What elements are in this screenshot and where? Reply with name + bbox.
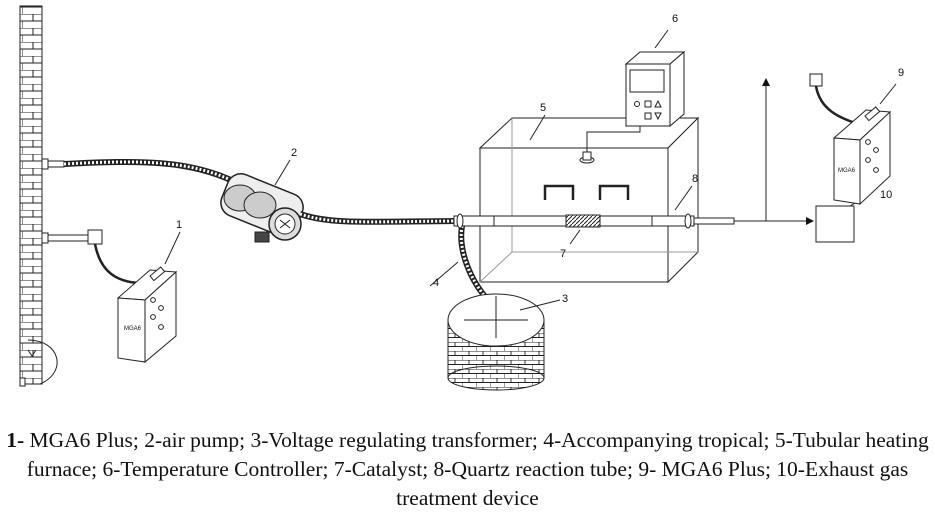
voltage-transformer xyxy=(447,293,545,391)
label-5: 5 xyxy=(540,102,546,114)
label-4: 4 xyxy=(433,277,439,289)
wall-base-object xyxy=(27,339,58,385)
hose-wall-to-pump xyxy=(63,158,237,185)
gas-analyzer-1: MGA6 xyxy=(116,266,178,364)
tubular-heating-furnace xyxy=(478,116,700,284)
air-pump xyxy=(220,173,304,243)
label-10: 10 xyxy=(880,189,892,201)
label-2: 2 xyxy=(291,147,297,159)
wall-outlet-lower xyxy=(41,229,103,245)
label-6: 6 xyxy=(672,13,678,25)
label-8: 8 xyxy=(692,173,698,185)
label-9: 9 xyxy=(898,67,904,79)
temperature-controller xyxy=(624,50,686,128)
brick-wall xyxy=(19,5,43,387)
experimental-setup-diagram: MGA6 1 2 4 3 xyxy=(19,5,904,391)
analyzer-9-brand: MGA6 xyxy=(838,168,856,174)
catalyst-bed xyxy=(565,214,601,228)
caption-lead: 1- xyxy=(6,428,25,452)
label-1: 1 xyxy=(176,219,182,231)
gas-analyzer-9: MGA6 xyxy=(809,73,892,206)
figure-caption: 1- MGA6 Plus; 2-air pump; 3-Voltage regu… xyxy=(0,426,935,513)
analyzer-1-brand: MGA6 xyxy=(124,326,142,332)
caption-text: MGA6 Plus; 2-air pump; 3-Voltage regulat… xyxy=(24,428,929,510)
label-3: 3 xyxy=(562,293,568,305)
label-7: 7 xyxy=(560,248,566,260)
controller-wire xyxy=(586,126,641,152)
wall-outlet-upper xyxy=(41,158,65,170)
exhaust-treatment-device xyxy=(815,205,855,243)
